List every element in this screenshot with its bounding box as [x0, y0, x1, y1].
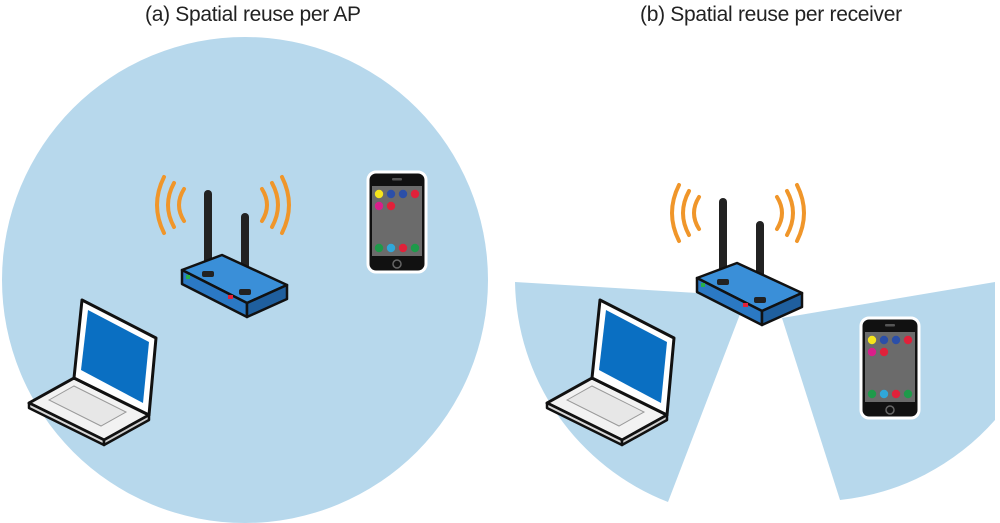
smartphone-icon — [366, 170, 428, 274]
panel-a-title: (a) Spatial reuse per AP — [145, 3, 361, 26]
signal-waves-icon — [670, 183, 806, 243]
panel-b — [515, 183, 995, 502]
panel-b-title: (b) Spatial reuse per receiver — [640, 3, 902, 26]
panel-a — [2, 37, 488, 523]
smartphone-icon — [859, 316, 921, 420]
